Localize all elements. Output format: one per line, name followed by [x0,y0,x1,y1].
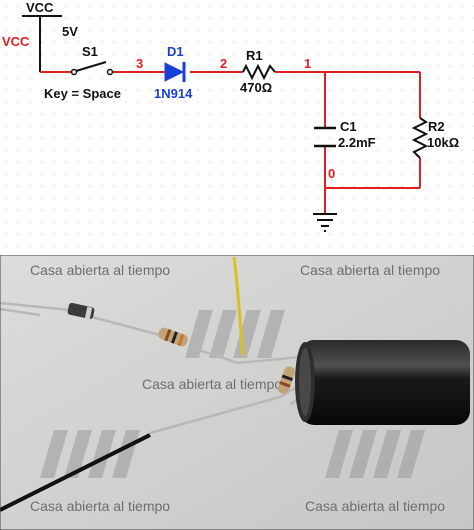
resistor1-value-label: 470Ω [240,80,272,95]
diode-part [67,302,95,320]
diode-value-label: 1N914 [154,86,193,101]
vcc-symbol: VCC VCC 5V [2,0,78,72]
capacitor-value-label: 2.2mF [338,135,376,150]
resistor1-ref-label: R1 [246,48,263,63]
circuit-photo: Casa abierta al tiempo Casa abierta al t… [0,255,474,530]
capacitor-part [295,340,470,425]
component-leads [0,301,301,435]
yellow-wire [232,256,245,356]
capacitor-ref-label: C1 [340,119,357,134]
ground-symbol [313,213,337,232]
resistor-r2: R2 10kΩ [411,117,459,159]
resistor2-ref-label: R2 [428,119,445,134]
resistor-part [158,327,188,347]
circuit-schematic: VCC VCC 5V S1 Key = Space D1 1N914 R1 47… [0,0,474,255]
watermark-texts: Casa abierta al tiempo Casa abierta al t… [30,262,445,514]
node-2-label: 2 [220,56,227,71]
watermark-text: Casa abierta al tiempo [142,376,282,392]
resistor-r1: R1 470Ω [240,48,276,95]
vcc-voltage-label: 5V [62,24,78,39]
node-1-label: 1 [304,56,311,71]
watermark-text: Casa abierta al tiempo [30,262,170,278]
wires [40,71,421,214]
diode-ref-label: D1 [167,44,184,59]
black-wire [0,433,151,512]
switch-s1: S1 Key = Space [44,44,121,101]
resistor-part [277,366,296,394]
diode-d1: D1 1N914 [154,44,193,101]
switch-key-label: Key = Space [44,86,121,101]
watermark-text: Casa abierta al tiempo [305,498,445,514]
vcc-rail-label: VCC [26,0,54,15]
resistor2-value-label: 10kΩ [427,135,459,150]
capacitor-c1: C1 2.2mF [314,119,376,150]
node-3-label: 3 [136,56,143,71]
node-labels: 3 2 1 0 [136,56,335,181]
watermark-text: Casa abierta al tiempo [30,498,170,514]
vcc-net-label: VCC [2,34,30,49]
switch-ref-label: S1 [82,44,98,59]
node-0-label: 0 [328,166,335,181]
watermark-logos [40,310,425,478]
watermark-text: Casa abierta al tiempo [300,262,440,278]
